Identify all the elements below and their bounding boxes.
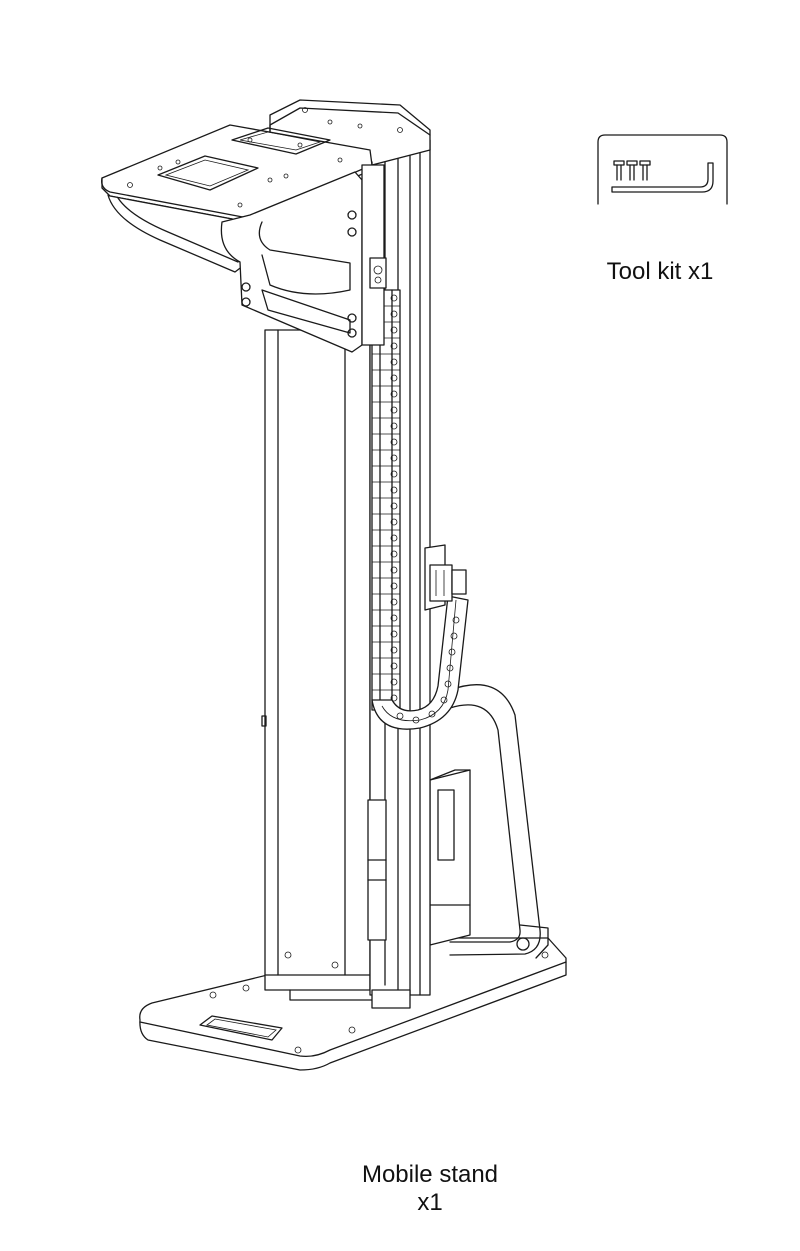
mobile-stand-quantity: x1 xyxy=(417,1189,443,1216)
screw-icons xyxy=(613,160,651,181)
mobile-stand-name: Mobile stand xyxy=(361,1161,499,1188)
mobile-stand-label: Mobile stand x1 xyxy=(300,1161,560,1217)
tool-kit-illustration xyxy=(597,134,728,205)
hex-key-icon xyxy=(611,162,714,193)
tool-kit-label: Tool kit x1 xyxy=(606,258,714,285)
mobile-stand-illustration xyxy=(101,99,567,1071)
